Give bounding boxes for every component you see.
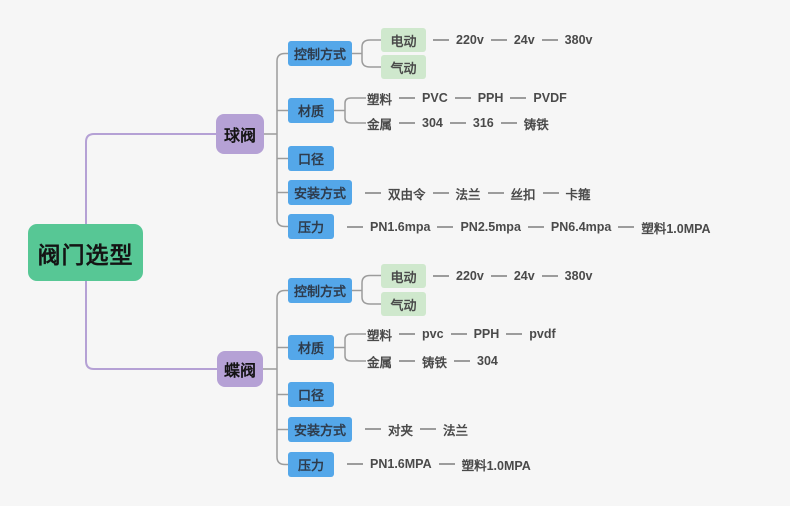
leaf-node-pneumatic[interactable]: 气动 (381, 55, 426, 79)
category-node-control-method[interactable]: 控制方式 (288, 41, 352, 66)
connector-dash (433, 39, 449, 41)
topic-text[interactable]: PN2.5mpa (460, 220, 521, 234)
topic-text[interactable]: 24v (513, 269, 535, 283)
connector-dash (500, 122, 517, 124)
topic-row-metal: 金属 铸铁 304 (367, 349, 498, 373)
leaf-node-electric[interactable]: 电动 (381, 264, 426, 288)
topic-text[interactable]: PN6.4mpa (550, 220, 612, 234)
category-node-pressure[interactable]: 压力 (288, 214, 334, 239)
ball-valve-control-fork (352, 39, 381, 68)
topic-row-install: 对夹 法兰 (358, 417, 468, 441)
topic-text[interactable]: 法兰 (443, 423, 469, 438)
category-node-material[interactable]: 材质 (288, 335, 334, 360)
category-node-diameter[interactable]: 口径 (288, 146, 334, 171)
topic-text[interactable]: 380v (564, 33, 593, 47)
branch-node-butterfly-valve[interactable]: 蝶阀 (217, 351, 263, 387)
connector-dash (347, 463, 363, 465)
connector-dash (420, 428, 437, 430)
connector-dash (527, 226, 544, 228)
connector-dash (449, 122, 466, 124)
connector-dash (399, 122, 416, 124)
topic-text[interactable]: 金属 (367, 355, 393, 370)
topic-text[interactable]: 丝扣 (510, 187, 536, 202)
connector-dash (541, 275, 558, 277)
root-node-valve-selection[interactable]: 阀门选型 (28, 224, 143, 281)
root-connector-ball-valve (85, 133, 216, 224)
topic-text[interactable]: 塑料 (367, 92, 393, 107)
connector-dash (347, 226, 363, 228)
topic-text[interactable]: 金属 (367, 117, 393, 132)
topic-text[interactable]: 铸铁 (422, 355, 448, 370)
connector-dash (490, 39, 507, 41)
topic-text[interactable]: pvc (422, 327, 444, 341)
category-node-material[interactable]: 材质 (288, 98, 334, 123)
connector-dash (365, 192, 381, 194)
topic-text[interactable]: pvdf (529, 327, 556, 341)
category-node-pressure[interactable]: 压力 (288, 452, 334, 477)
topic-text[interactable]: 220v (456, 269, 484, 283)
topic-text[interactable]: 铸铁 (523, 117, 549, 132)
topic-row-metal: 金属 304 316 铸铁 (367, 111, 549, 135)
root-connector-butterfly-valve (85, 281, 217, 370)
connector-dash (437, 226, 454, 228)
leaf-node-pneumatic[interactable]: 气动 (381, 292, 426, 316)
topic-text[interactable]: PN1.6mpa (370, 220, 431, 234)
category-node-install-method[interactable]: 安装方式 (288, 417, 352, 442)
topic-row-pressure: PN1.6mpa PN2.5mpa PN6.4mpa 塑料1.0MPA (340, 215, 711, 239)
category-node-install-method[interactable]: 安装方式 (288, 180, 352, 205)
topic-row-electric: 电动 220v 24v 380v (381, 264, 592, 288)
connector-dash (438, 463, 455, 465)
ball-valve-spine (264, 52, 289, 228)
topic-row-plastic: 塑料 pvc PPH pvdf (367, 322, 556, 346)
topic-text[interactable]: PPH (473, 327, 500, 341)
topic-text[interactable]: PVDF (533, 91, 567, 105)
leaf-node-electric[interactable]: 电动 (381, 28, 426, 52)
category-node-control-method[interactable]: 控制方式 (288, 278, 352, 303)
connector-dash (450, 333, 467, 335)
connector-dash (541, 39, 558, 41)
topic-text[interactable]: PVC (422, 91, 448, 105)
topic-text[interactable]: 塑料 (367, 328, 393, 343)
connector-dash (399, 333, 416, 335)
topic-row-pressure: PN1.6MPA 塑料1.0MPA (340, 452, 531, 476)
connector-dash (432, 192, 449, 194)
topic-text[interactable]: 卡箍 (565, 187, 591, 202)
topic-text[interactable]: 对夹 (388, 423, 414, 438)
topic-text[interactable]: 304 (477, 354, 498, 368)
connector-dash (454, 360, 471, 362)
connector-dash (454, 97, 471, 99)
topic-text[interactable]: 塑料1.0MPA (461, 458, 531, 473)
connector-dash (618, 226, 635, 228)
topic-row-install: 双由令 法兰 丝扣 卡箍 (358, 181, 591, 205)
branch-node-ball-valve[interactable]: 球阀 (216, 114, 264, 154)
topic-text[interactable]: 24v (513, 33, 535, 47)
connector-dash (490, 275, 507, 277)
topic-text[interactable]: 220v (456, 33, 484, 47)
topic-text[interactable]: PPH (477, 91, 504, 105)
topic-text[interactable]: 塑料1.0MPA (641, 221, 711, 236)
topic-text[interactable]: 316 (472, 116, 494, 130)
connector-dash (506, 333, 523, 335)
topic-text[interactable]: 380v (564, 269, 593, 283)
category-node-diameter[interactable]: 口径 (288, 382, 334, 407)
connector-dash (433, 275, 449, 277)
topic-text[interactable]: 法兰 (455, 187, 481, 202)
connector-dash (542, 192, 559, 194)
topic-text[interactable]: 双由令 (388, 187, 426, 202)
connector-dash (365, 428, 381, 430)
butterfly-valve-spine (263, 289, 289, 466)
ball-valve-material-fork (334, 97, 366, 124)
butterfly-valve-control-fork (352, 274, 381, 305)
connector-dash (399, 97, 416, 99)
connector-dash (487, 192, 504, 194)
topic-row-electric: 电动 220v 24v 380v (381, 28, 592, 52)
topic-text[interactable]: PN1.6MPA (370, 457, 432, 471)
topic-row-plastic: 塑料 PVC PPH PVDF (367, 86, 567, 110)
butterfly-valve-material-fork (334, 333, 366, 362)
topic-text[interactable]: 304 (422, 116, 443, 130)
connector-dash (399, 360, 416, 362)
connector-dash (510, 97, 527, 99)
